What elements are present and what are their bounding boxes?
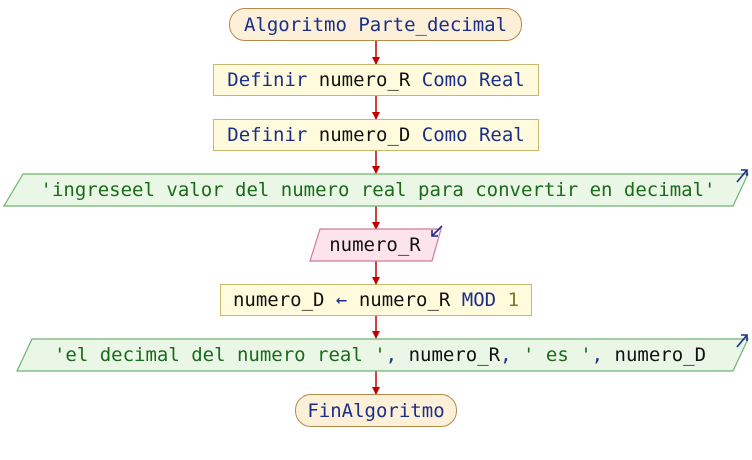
output-string-2: ' es ' xyxy=(523,344,592,366)
input-shape xyxy=(309,228,442,262)
assign-target: numero_D xyxy=(232,289,325,311)
variable-name: numero_D xyxy=(318,124,411,146)
output-string-1: 'el decimal del numero real ' xyxy=(53,344,386,366)
output-shape-1 xyxy=(2,173,749,207)
output-variable-1: numero_R xyxy=(408,344,501,366)
start-terminal: Algoritmo Parte_decimal xyxy=(229,8,522,41)
type-name: Real xyxy=(478,124,525,146)
definir-keyword: Definir xyxy=(227,69,308,91)
define-numero-d-box: Definir numero_D Como Real xyxy=(213,119,539,151)
algorithm-name: Parte_decimal xyxy=(358,13,508,36)
output-1-text: 'ingreseel valor del numero real para co… xyxy=(22,174,734,206)
output-arrow-icon xyxy=(736,169,748,183)
variable-name: numero_R xyxy=(318,69,411,91)
comma: , xyxy=(500,344,512,366)
output-variable-2: numero_D xyxy=(614,344,707,366)
comma: , xyxy=(591,344,604,366)
input-text: numero_R xyxy=(318,229,432,261)
mod-operator: MOD xyxy=(461,289,497,311)
assign-number: 1 xyxy=(507,289,520,311)
como-keyword: Como xyxy=(421,124,468,146)
definir-keyword: Definir xyxy=(227,124,308,146)
comma: , xyxy=(385,344,398,366)
input-variable: numero_R xyxy=(329,234,421,256)
end-terminal: FinAlgoritmo xyxy=(295,394,457,427)
finalgoritmo-keyword: FinAlgoritmo xyxy=(307,399,445,422)
como-keyword: Como xyxy=(421,69,468,91)
output-arrow-icon xyxy=(736,334,748,348)
define-numero-r-box: Definir numero_R Como Real xyxy=(213,64,539,96)
assignment-box: numero_D ← numero_R MOD 1 xyxy=(220,284,532,316)
output-2-text: 'el decimal del numero real ', numero_R,… xyxy=(30,339,730,371)
output-shape-2 xyxy=(16,338,749,372)
assign-source: numero_R xyxy=(358,289,451,311)
input-arrow-icon xyxy=(431,225,443,237)
type-name: Real xyxy=(478,69,525,91)
output-string: 'ingreseel valor del numero real para co… xyxy=(40,179,716,201)
assign-arrow: ← xyxy=(335,289,348,311)
algoritmo-keyword: Algoritmo xyxy=(243,13,347,36)
